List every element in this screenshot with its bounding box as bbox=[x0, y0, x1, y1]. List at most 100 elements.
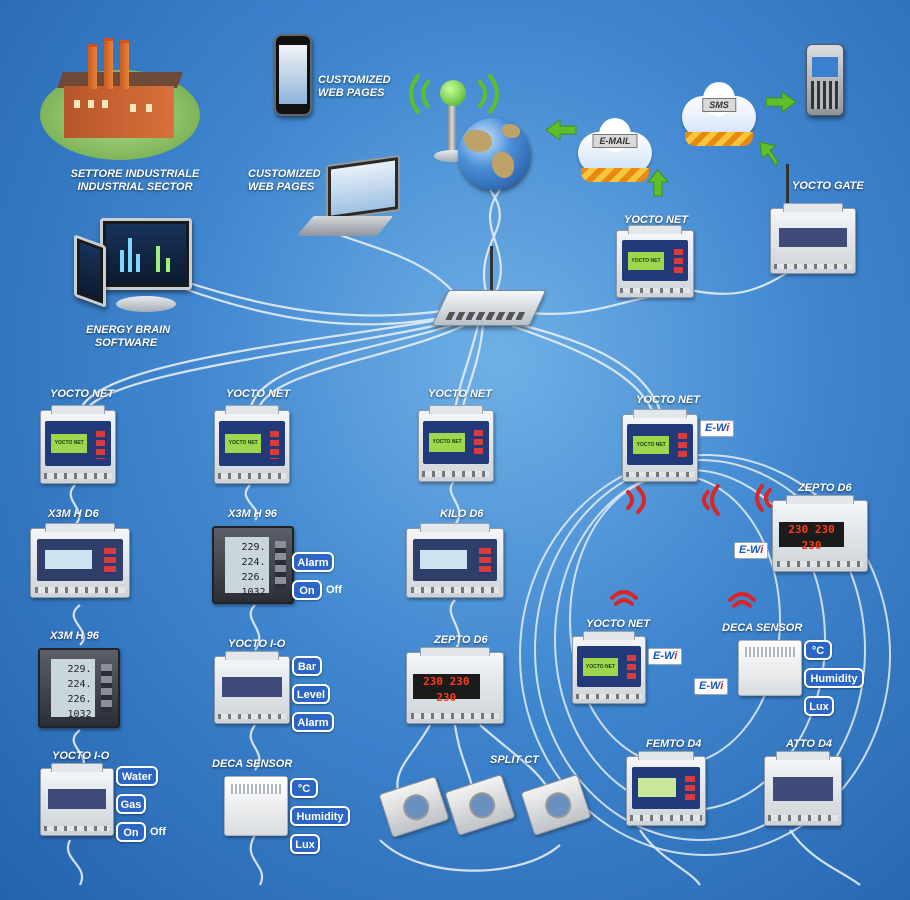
gate-antenna bbox=[786, 164, 789, 212]
factory-window bbox=[130, 104, 136, 112]
col4-yocto-net-device: YOCTO NET bbox=[622, 409, 698, 482]
wireless-yocto-net-label: YOCTO NET bbox=[586, 618, 650, 630]
sms-tag: SMS bbox=[702, 98, 736, 112]
wire-col2-4 bbox=[249, 834, 263, 886]
on-pill-mid: On bbox=[292, 580, 322, 600]
deca-sensor-device-b bbox=[738, 640, 802, 696]
wire-router-col4 bbox=[509, 320, 662, 411]
x3m-hd6-label: X3M H D6 bbox=[48, 508, 99, 520]
signal-icon-1b bbox=[636, 486, 646, 514]
signal-icon-2b bbox=[710, 484, 720, 516]
monitor-stand bbox=[116, 296, 176, 312]
wire-ct-tail bbox=[379, 839, 561, 872]
zepto-d6-device-b: 230 230 230 bbox=[772, 495, 868, 572]
col2-yocto-net-label: YOCTO NET bbox=[226, 388, 290, 400]
alarm-pill: Alarm bbox=[292, 552, 334, 572]
signal-icon-3b bbox=[755, 484, 764, 512]
off-label-mid: Off bbox=[326, 584, 342, 596]
signal-icon-5b bbox=[728, 592, 756, 602]
col3-yocto-net-label: YOCTO NET bbox=[428, 388, 492, 400]
internet-globe-icon bbox=[458, 118, 530, 190]
temp-pill-a: °C bbox=[290, 778, 318, 798]
ewi-badge-2: E-Wi bbox=[734, 542, 769, 559]
col1-yocto-net-device: YOCTO NET bbox=[40, 405, 116, 484]
wire-router-col3 bbox=[453, 324, 480, 411]
wire-router-software-2 bbox=[181, 286, 453, 326]
split-ct-label: SPLIT CT bbox=[490, 754, 539, 766]
wire-router-software bbox=[179, 278, 451, 317]
zepto-d6-device-a: 230 230 230 bbox=[406, 647, 504, 724]
yocto-io-label-b: YOCTO I-O bbox=[228, 638, 286, 650]
x3m-h96-meter-b: 229.224.226.1032 bbox=[212, 526, 294, 604]
yocto-gate-device bbox=[770, 203, 856, 274]
wire-router-laptop bbox=[339, 233, 461, 301]
ewi-badge-3: E-Wi bbox=[648, 648, 683, 665]
alarm-pill-io: Alarm bbox=[292, 712, 334, 732]
lux-pill-a: Lux bbox=[290, 834, 320, 854]
signal-icon-1 bbox=[626, 490, 634, 510]
x3m-h96-meter-a: 229.224.226.1032 bbox=[38, 648, 120, 728]
factory-chimney-2 bbox=[104, 38, 113, 89]
col3-yocto-net-device: YOCTO NET bbox=[418, 405, 494, 482]
factory-window bbox=[146, 104, 152, 112]
factory-window bbox=[102, 100, 108, 108]
wire-femto-tail bbox=[639, 829, 701, 886]
yocto-io-device-b bbox=[214, 651, 290, 724]
smartphone-icon bbox=[806, 44, 844, 116]
signal-icon-3 bbox=[764, 488, 772, 508]
lux-pill-b: Lux bbox=[804, 696, 834, 716]
ewi-badge-4: E-Wi bbox=[694, 678, 729, 695]
col2-yocto-net-device: YOCTO NET bbox=[214, 405, 290, 484]
water-pill: Water bbox=[116, 766, 158, 786]
factory-chimney-3 bbox=[120, 40, 129, 89]
factory-window bbox=[74, 100, 80, 108]
humidity-pill-b: Humidity bbox=[804, 668, 864, 688]
deca-sensor-label-a: DECA SENSOR bbox=[212, 758, 293, 770]
atto-d4-device bbox=[764, 751, 842, 826]
wire-atto-tail bbox=[789, 829, 861, 886]
atto-d4-label: ATTO D4 bbox=[786, 738, 833, 750]
wire-col2-3 bbox=[249, 724, 261, 771]
femto-d4-device bbox=[626, 751, 706, 826]
web-pages-label-2: CUSTOMIZED WEB PAGES bbox=[248, 168, 321, 193]
wire-router-col1-b bbox=[85, 320, 453, 411]
arrow-left-icon bbox=[545, 119, 577, 141]
zepto-d6-label-b: ZEPTO D6 bbox=[798, 482, 852, 494]
antenna-pole bbox=[448, 102, 456, 158]
x3m-h96-label-b: X3M H 96 bbox=[228, 508, 277, 520]
on-pill-left: On bbox=[116, 822, 146, 842]
col4-yocto-net-label: YOCTO NET bbox=[636, 394, 700, 406]
wire-col1-2 bbox=[72, 604, 85, 646]
x3m-hd6-device bbox=[30, 523, 130, 598]
wire-router-col2-b bbox=[256, 324, 466, 411]
arrow-up-icon bbox=[646, 169, 670, 197]
humidity-pill-a: Humidity bbox=[290, 806, 350, 826]
femto-d4-label: FEMTO D4 bbox=[646, 738, 702, 750]
wire-router-globe-2 bbox=[488, 189, 502, 301]
kilo-d6-label: KILO D6 bbox=[440, 508, 484, 520]
factory-building bbox=[64, 86, 174, 138]
wire-router-col1 bbox=[78, 316, 451, 411]
web-pages-label-1: CUSTOMIZED WEB PAGES bbox=[318, 74, 391, 99]
arrow-right-icon bbox=[765, 91, 797, 113]
yocto-io-device-a bbox=[40, 763, 114, 836]
router-antenna bbox=[490, 246, 493, 292]
yocto-gate-label: YOCTO GATE bbox=[792, 180, 864, 192]
zepto-d6-label-a: ZEPTO D6 bbox=[434, 634, 488, 646]
factory-window bbox=[88, 100, 94, 108]
col1-yocto-net-label: YOCTO NET bbox=[50, 388, 114, 400]
kilo-d6-device bbox=[406, 523, 504, 598]
wire-col1-4 bbox=[66, 839, 84, 886]
x3m-h96-label-a: X3M H 96 bbox=[50, 630, 99, 642]
wire-router-col3-b bbox=[460, 324, 485, 411]
yocto-net-top-device: YOCTO NET bbox=[616, 225, 694, 298]
signal-icon-4 bbox=[614, 598, 634, 606]
off-label-left: Off bbox=[150, 826, 166, 838]
monitor-icon bbox=[100, 218, 192, 290]
wire-col2-2 bbox=[249, 604, 261, 651]
wire-col3-1 bbox=[449, 479, 461, 526]
wifi-waves-icon bbox=[409, 74, 499, 114]
wireless-ring-4 bbox=[519, 454, 891, 856]
temp-pill-b: °C bbox=[804, 640, 832, 660]
